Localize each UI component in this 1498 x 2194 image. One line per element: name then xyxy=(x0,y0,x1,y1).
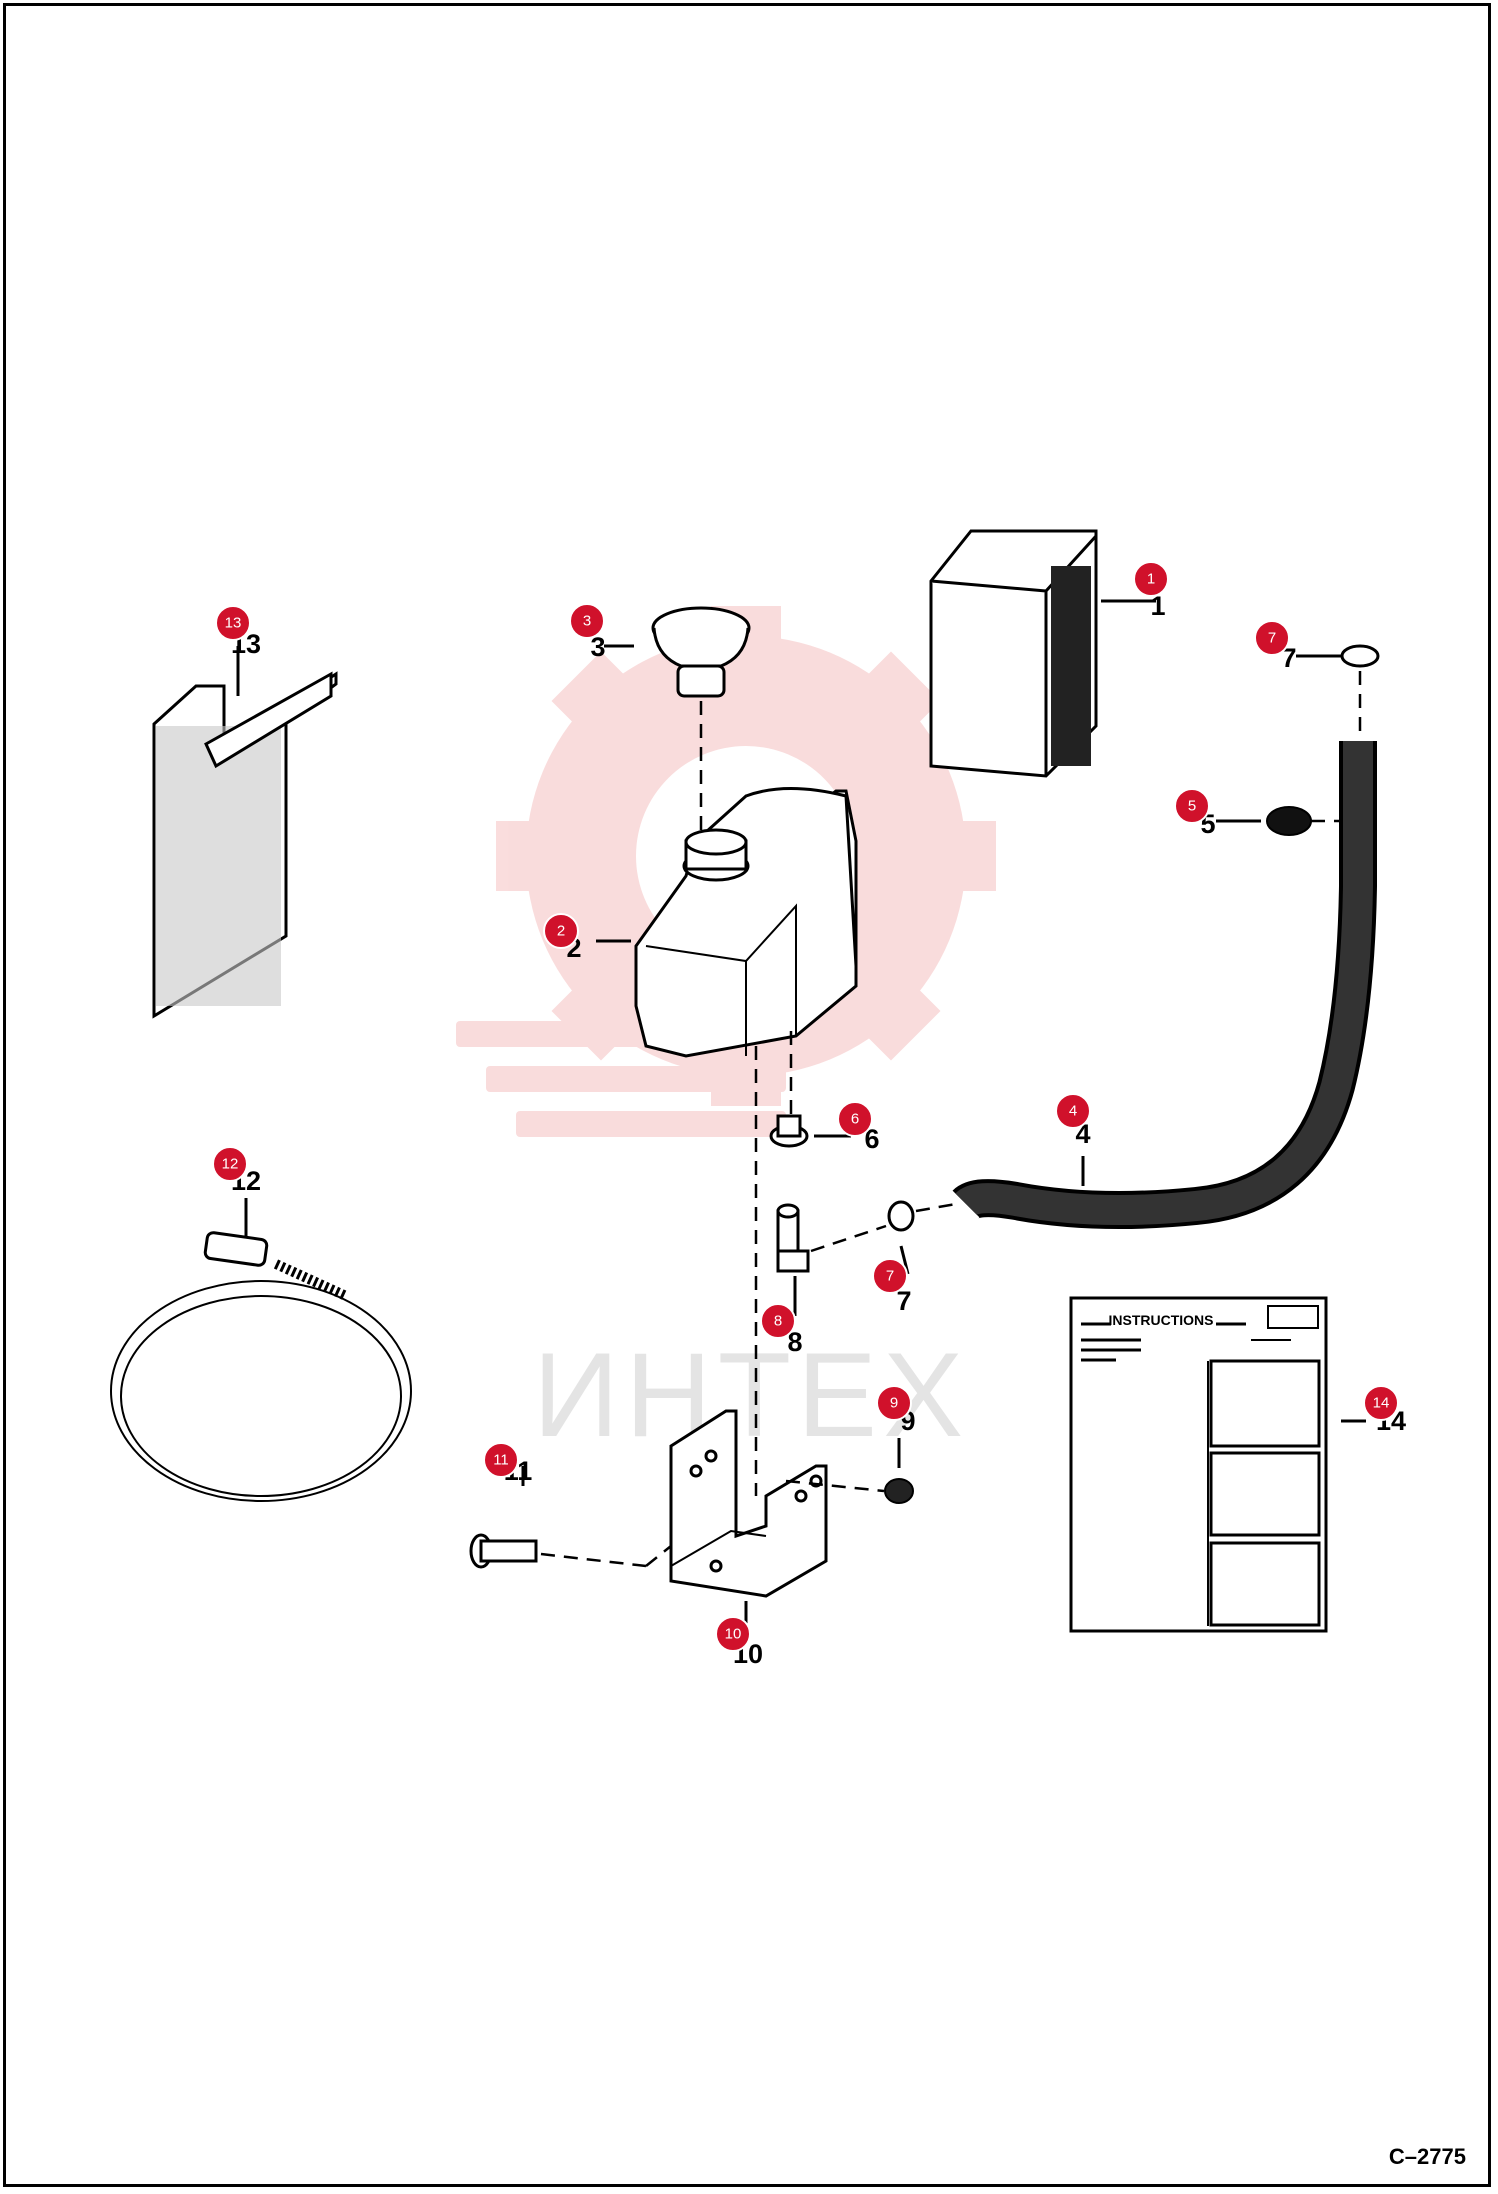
callout-badge-7-top-label: 7 xyxy=(1268,630,1276,647)
plain-number-7-bottom: 7 xyxy=(896,1286,911,1316)
dash-line-8 xyxy=(810,1224,887,1253)
part-6-fitting[interactable] xyxy=(769,1114,809,1148)
part-1-box[interactable] xyxy=(929,529,1098,778)
plain-number-1: 1 xyxy=(1150,591,1165,621)
callout-badge-8-label: 8 xyxy=(774,1313,782,1330)
callout-badge-13-label: 13 xyxy=(225,615,242,632)
callout-badge-4-label: 4 xyxy=(1069,1103,1077,1120)
part-14-instruction-sheet[interactable] xyxy=(1069,1296,1328,1633)
leader-7-bottom xyxy=(899,1245,910,1275)
part-2-reservoir-tank[interactable] xyxy=(634,787,858,1058)
callout-badge-14[interactable]: 14 xyxy=(1363,1385,1399,1421)
instruction-sheet-title: INSTRUCTIONS xyxy=(1109,1312,1214,1328)
dash-line-7-washer xyxy=(915,1202,957,1213)
dash-line-11b xyxy=(645,1545,672,1567)
callout-badge-9-label: 9 xyxy=(890,1395,898,1412)
part-12-hose-clamp[interactable] xyxy=(110,1231,412,1502)
callout-badge-6-label: 6 xyxy=(851,1111,859,1128)
callout-badge-1-label: 1 xyxy=(1147,571,1155,588)
callout-badge-10-label: 10 xyxy=(725,1626,742,1643)
diagram-frame: ИНТЕХ xyxy=(3,3,1491,2187)
callout-badge-12-label: 12 xyxy=(222,1156,239,1173)
plain-number-6: 6 xyxy=(864,1124,879,1154)
part-11-bolt[interactable] xyxy=(469,1533,538,1569)
callout-badge-10[interactable]: 10 xyxy=(715,1616,751,1652)
part-5-grommet[interactable] xyxy=(1266,806,1312,836)
dash-line-11 xyxy=(540,1552,647,1568)
part-9-nut[interactable] xyxy=(884,1478,914,1504)
part-8-elbow-fitting[interactable] xyxy=(776,1203,810,1273)
dash-line-9 xyxy=(785,1479,885,1493)
part-7-washer[interactable] xyxy=(887,1200,915,1232)
callout-badge-9[interactable]: 9 xyxy=(876,1385,912,1421)
part-4-hose[interactable] xyxy=(952,741,1377,1229)
callout-badge-7-bottom[interactable]: 7 xyxy=(872,1258,908,1294)
callout-badge-3[interactable]: 3 xyxy=(569,603,605,639)
callout-badge-7-bottom-label: 7 xyxy=(886,1268,894,1285)
callout-badge-5-label: 5 xyxy=(1188,798,1196,815)
callout-badge-8[interactable]: 8 xyxy=(760,1303,796,1339)
callout-badge-14-label: 14 xyxy=(1373,1395,1390,1412)
plain-number-7-top: 7 xyxy=(1281,643,1296,673)
plain-number-8: 8 xyxy=(787,1327,802,1357)
callout-badge-11[interactable]: 11 xyxy=(483,1442,519,1478)
parts-diagram: ИНТЕХ xyxy=(110,529,1406,1669)
callout-badge-2[interactable]: 2 xyxy=(543,913,579,949)
callout-badge-12[interactable]: 12 xyxy=(212,1146,248,1182)
callout-badge-1[interactable]: 1 xyxy=(1133,561,1169,597)
callout-badge-13[interactable]: 13 xyxy=(215,605,251,641)
part-3-filler-cap[interactable] xyxy=(651,606,751,698)
callout-badge-11-label: 11 xyxy=(493,1452,509,1469)
callout-badge-7-top[interactable]: 7 xyxy=(1254,620,1290,656)
callout-badge-4[interactable]: 4 xyxy=(1055,1093,1091,1129)
part-13-filter-pad[interactable] xyxy=(152,671,338,1019)
plain-number-3: 3 xyxy=(590,632,605,662)
reference-code: C–2775 xyxy=(1388,2144,1466,2169)
callout-badge-2-label: 2 xyxy=(557,923,565,940)
part-7-top-grommet[interactable] xyxy=(1340,644,1380,668)
callout-badge-6[interactable]: 6 xyxy=(837,1101,873,1137)
callout-badge-3-label: 3 xyxy=(583,613,591,630)
callout-badge-5[interactable]: 5 xyxy=(1174,788,1210,824)
